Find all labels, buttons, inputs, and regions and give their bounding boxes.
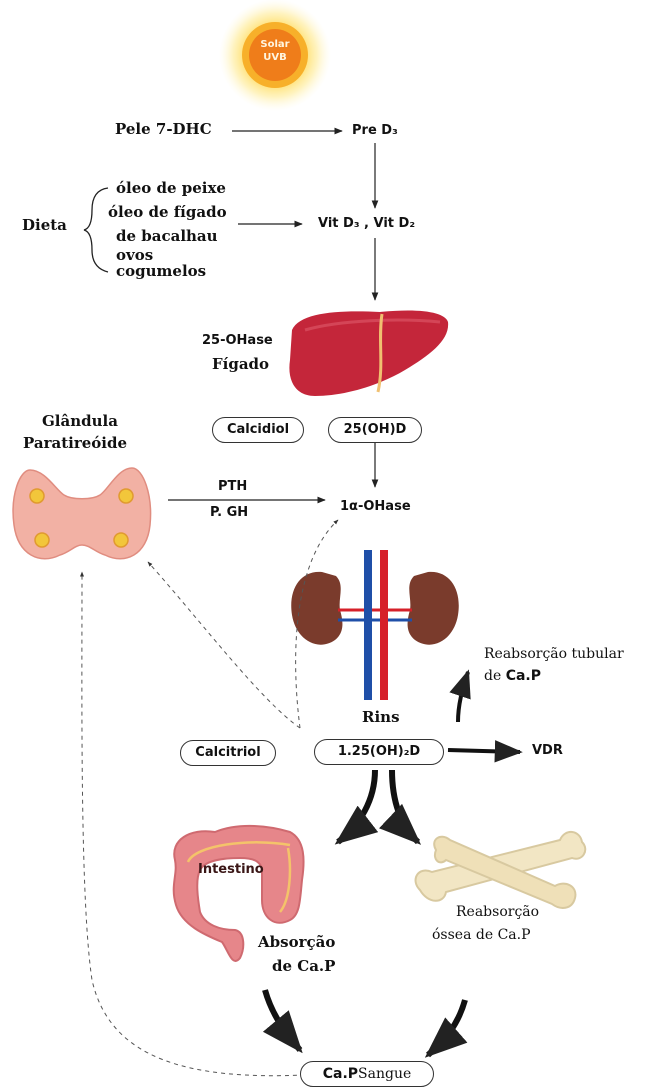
pth-label: PTH	[218, 480, 247, 494]
arrow-absorption-to-blood	[265, 990, 300, 1050]
tubular-prefix: de	[484, 668, 506, 684]
diet-brace	[84, 188, 108, 272]
arrow-to-bone	[392, 770, 418, 842]
diet-item-2: óleo de fígado	[108, 205, 227, 221]
liver-enzyme-label: 25-OHase	[202, 334, 273, 348]
blood-pill: Ca.PSangue	[300, 1061, 434, 1087]
blood-text: Sangue	[358, 1066, 411, 1082]
sun-label: Solar UVB	[250, 38, 300, 64]
sun-label-line1: Solar	[250, 38, 300, 51]
calcidiol-pill: Calcidiol	[212, 417, 304, 443]
arrow-to-intestine	[338, 770, 375, 842]
absorption-label-1: Absorção	[258, 935, 335, 951]
vitd-label: Vit D₃ , Vit D₂	[318, 217, 415, 231]
kidneys-icon	[291, 550, 459, 700]
diet-item-5: cogumelos	[116, 264, 206, 280]
arrow-calcitriol-to-parathyroid	[148, 562, 300, 728]
liver-icon	[289, 310, 448, 396]
bone-label-1: Reabsorção	[456, 905, 539, 920]
vdr-label: VDR	[532, 744, 563, 758]
diet-item-3: de bacalhau	[116, 229, 218, 245]
calcitriol-formula-pill: 1.25(OH)₂D	[314, 739, 444, 765]
pgh-label: P. GH	[210, 506, 248, 520]
kidney-label: Rins	[362, 710, 400, 726]
diet-item-1: óleo de peixe	[116, 181, 226, 197]
tubular-label-1: Reabsorção tubular	[484, 647, 624, 662]
arrow-tubular	[458, 672, 468, 722]
intestine-label: Intestino	[198, 863, 264, 877]
pre-d3-label: Pre D₃	[352, 124, 398, 138]
parathyroid-icon	[13, 468, 150, 559]
absorption-label-2: de Ca.P	[272, 959, 335, 975]
arrow-bone-to-blood	[428, 1000, 465, 1055]
bone-label-2: óssea de Ca.P	[432, 928, 531, 943]
calcidiol-formula-pill: 25(OH)D	[328, 417, 422, 443]
arrow-to-vdr	[448, 750, 520, 752]
parathyroid-label-1: Glândula	[42, 414, 118, 430]
ohase-label: 1α-OHase	[340, 500, 411, 514]
tubular-label-2: de Ca.P	[484, 669, 541, 684]
diet-label: Dieta	[22, 218, 67, 234]
liver-label: Fígado	[212, 357, 269, 373]
sun-label-line2: UVB	[250, 51, 300, 64]
parathyroid-label-2: Paratireóide	[23, 436, 127, 452]
tubular-bold: Ca.P	[506, 668, 541, 684]
calcitriol-pill: Calcitriol	[180, 740, 276, 766]
skin-label: Pele 7-DHC	[115, 122, 212, 138]
blood-bold: Ca.P	[323, 1066, 358, 1082]
bone-icon	[416, 832, 586, 908]
